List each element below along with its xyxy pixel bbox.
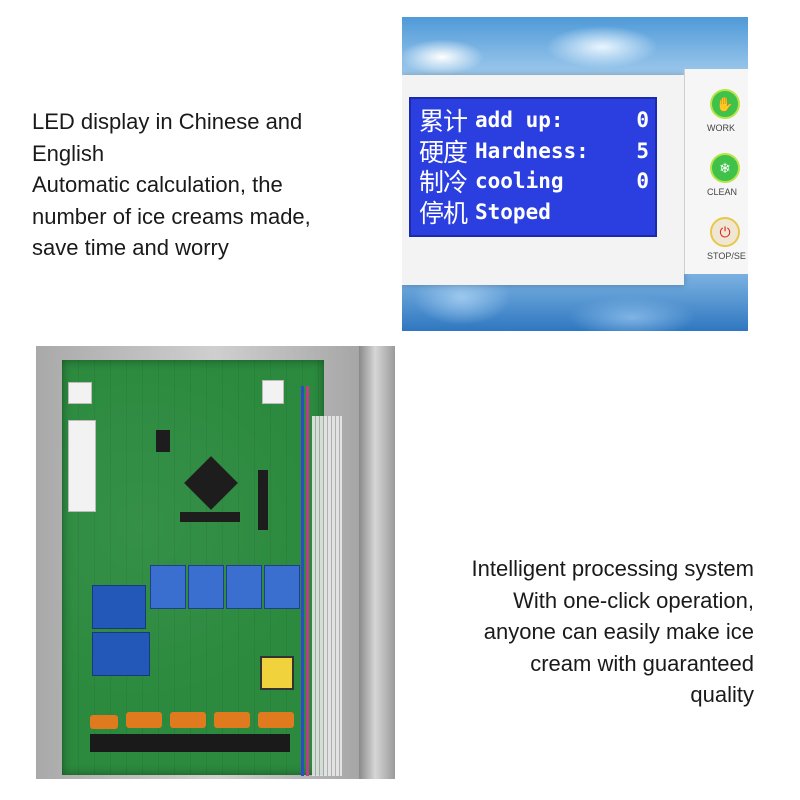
work-label: WORK	[707, 123, 735, 133]
capacitor	[214, 712, 250, 728]
lcd-display-photo: 累计 add up: 0 硬度 Hardness: 5 制冷 cooling 0…	[402, 17, 748, 331]
hand-icon: ✋	[710, 89, 740, 119]
lcd-cn-label: 硬度	[419, 137, 468, 167]
lcd-value: 0	[636, 169, 649, 194]
lcd-en-label: Stoped	[475, 199, 551, 224]
lcd-en-label: add up:	[475, 108, 564, 133]
connector	[68, 420, 96, 512]
clean-label: CLEAN	[707, 187, 738, 197]
chip	[258, 470, 268, 530]
bottom-text-line: quality	[690, 682, 754, 707]
bottom-text-line: anyone can easily make ice	[483, 619, 754, 644]
capacitor	[258, 712, 294, 728]
power-icon: ⏻	[710, 217, 740, 247]
wire	[301, 386, 304, 776]
top-text-line: number of ice creams made,	[32, 203, 311, 229]
top-text-line: English	[32, 140, 105, 166]
connector	[262, 380, 284, 404]
lcd-en-label: Hardness:	[475, 138, 589, 163]
chip	[180, 512, 240, 522]
relay	[264, 565, 300, 609]
stop-label: STOP/SE	[707, 251, 746, 261]
lcd-cn-label: 累计	[419, 107, 468, 137]
bottom-text-line: cream with guaranteed	[530, 650, 754, 676]
ribbon-cable	[312, 416, 342, 776]
capacitor	[126, 712, 162, 728]
lcd-en-label: cooling	[475, 169, 564, 194]
lcd-cn-label: 制冷	[419, 168, 468, 198]
chip	[156, 430, 170, 452]
bottom-description: Intelligent processing system With one-c…	[374, 553, 754, 711]
lcd-value: 5	[636, 138, 649, 163]
stop-button[interactable]: ⏻ STOP/SE	[707, 217, 746, 261]
lcd-row-add-up: 累计 add up: 0	[419, 105, 649, 136]
circuit-board-photo	[36, 346, 395, 779]
lcd-panel: 累计 add up: 0 硬度 Hardness: 5 制冷 cooling 0…	[402, 75, 684, 285]
connector	[68, 382, 92, 404]
clean-button[interactable]: ❄ CLEAN	[707, 153, 741, 197]
snowflake-icon: ❄	[710, 153, 740, 183]
pcb	[62, 360, 324, 775]
microcontroller-chip	[184, 456, 238, 510]
transformer	[260, 656, 294, 690]
terminal-block	[90, 734, 290, 752]
work-button[interactable]: ✋ WORK	[707, 89, 741, 133]
enclosure-rail	[359, 346, 395, 779]
relay	[150, 565, 186, 609]
top-description: LED display in Chinese and English Autom…	[32, 106, 372, 264]
bottom-text-line: With one-click operation,	[513, 587, 754, 613]
relay	[92, 632, 150, 676]
top-text-line: save time and worry	[32, 235, 229, 260]
lcd-cn-label: 停机	[419, 198, 468, 228]
lcd-row-cooling: 制冷 cooling 0	[419, 166, 649, 197]
top-text-line: Automatic calculation, the	[32, 172, 283, 197]
relay	[92, 585, 146, 629]
control-panel: ✋ WORK ❄ CLEAN ⏻ STOP/SE	[684, 69, 748, 274]
lcd-row-stoped: 停机 Stoped	[419, 197, 649, 228]
lcd-screen: 累计 add up: 0 硬度 Hardness: 5 制冷 cooling 0…	[409, 97, 657, 237]
capacitor	[90, 715, 118, 729]
bottom-text-line: Intelligent processing system	[471, 556, 754, 581]
relay	[188, 565, 224, 609]
capacitor	[170, 712, 206, 728]
wire	[306, 386, 309, 776]
lcd-row-hardness: 硬度 Hardness: 5	[419, 136, 649, 167]
top-text-line: LED display in Chinese and	[32, 109, 303, 134]
relay	[226, 565, 262, 609]
lcd-value: 0	[636, 108, 649, 133]
